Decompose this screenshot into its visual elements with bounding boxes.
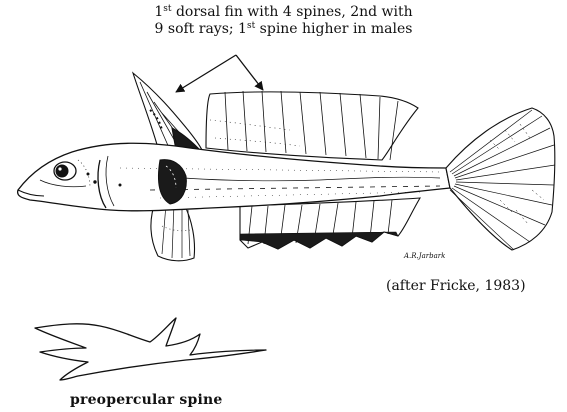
preopercular-spine-outline: [35, 318, 266, 380]
preopercular-spine-label: preopercular spine: [70, 392, 223, 408]
arrow-to-second-dorsal: [236, 55, 263, 90]
caudal-fin: [446, 108, 555, 250]
annotation-arrows: [176, 55, 263, 92]
fish-pupil: [56, 165, 68, 177]
artist-signature: A.R.Jarbark: [403, 252, 445, 260]
first-dorsal-fin: [133, 73, 202, 150]
arrow-to-first-dorsal: [176, 55, 236, 92]
credit-text: (after Fricke, 1983): [386, 278, 526, 294]
second-dorsal-fin: [206, 91, 418, 160]
